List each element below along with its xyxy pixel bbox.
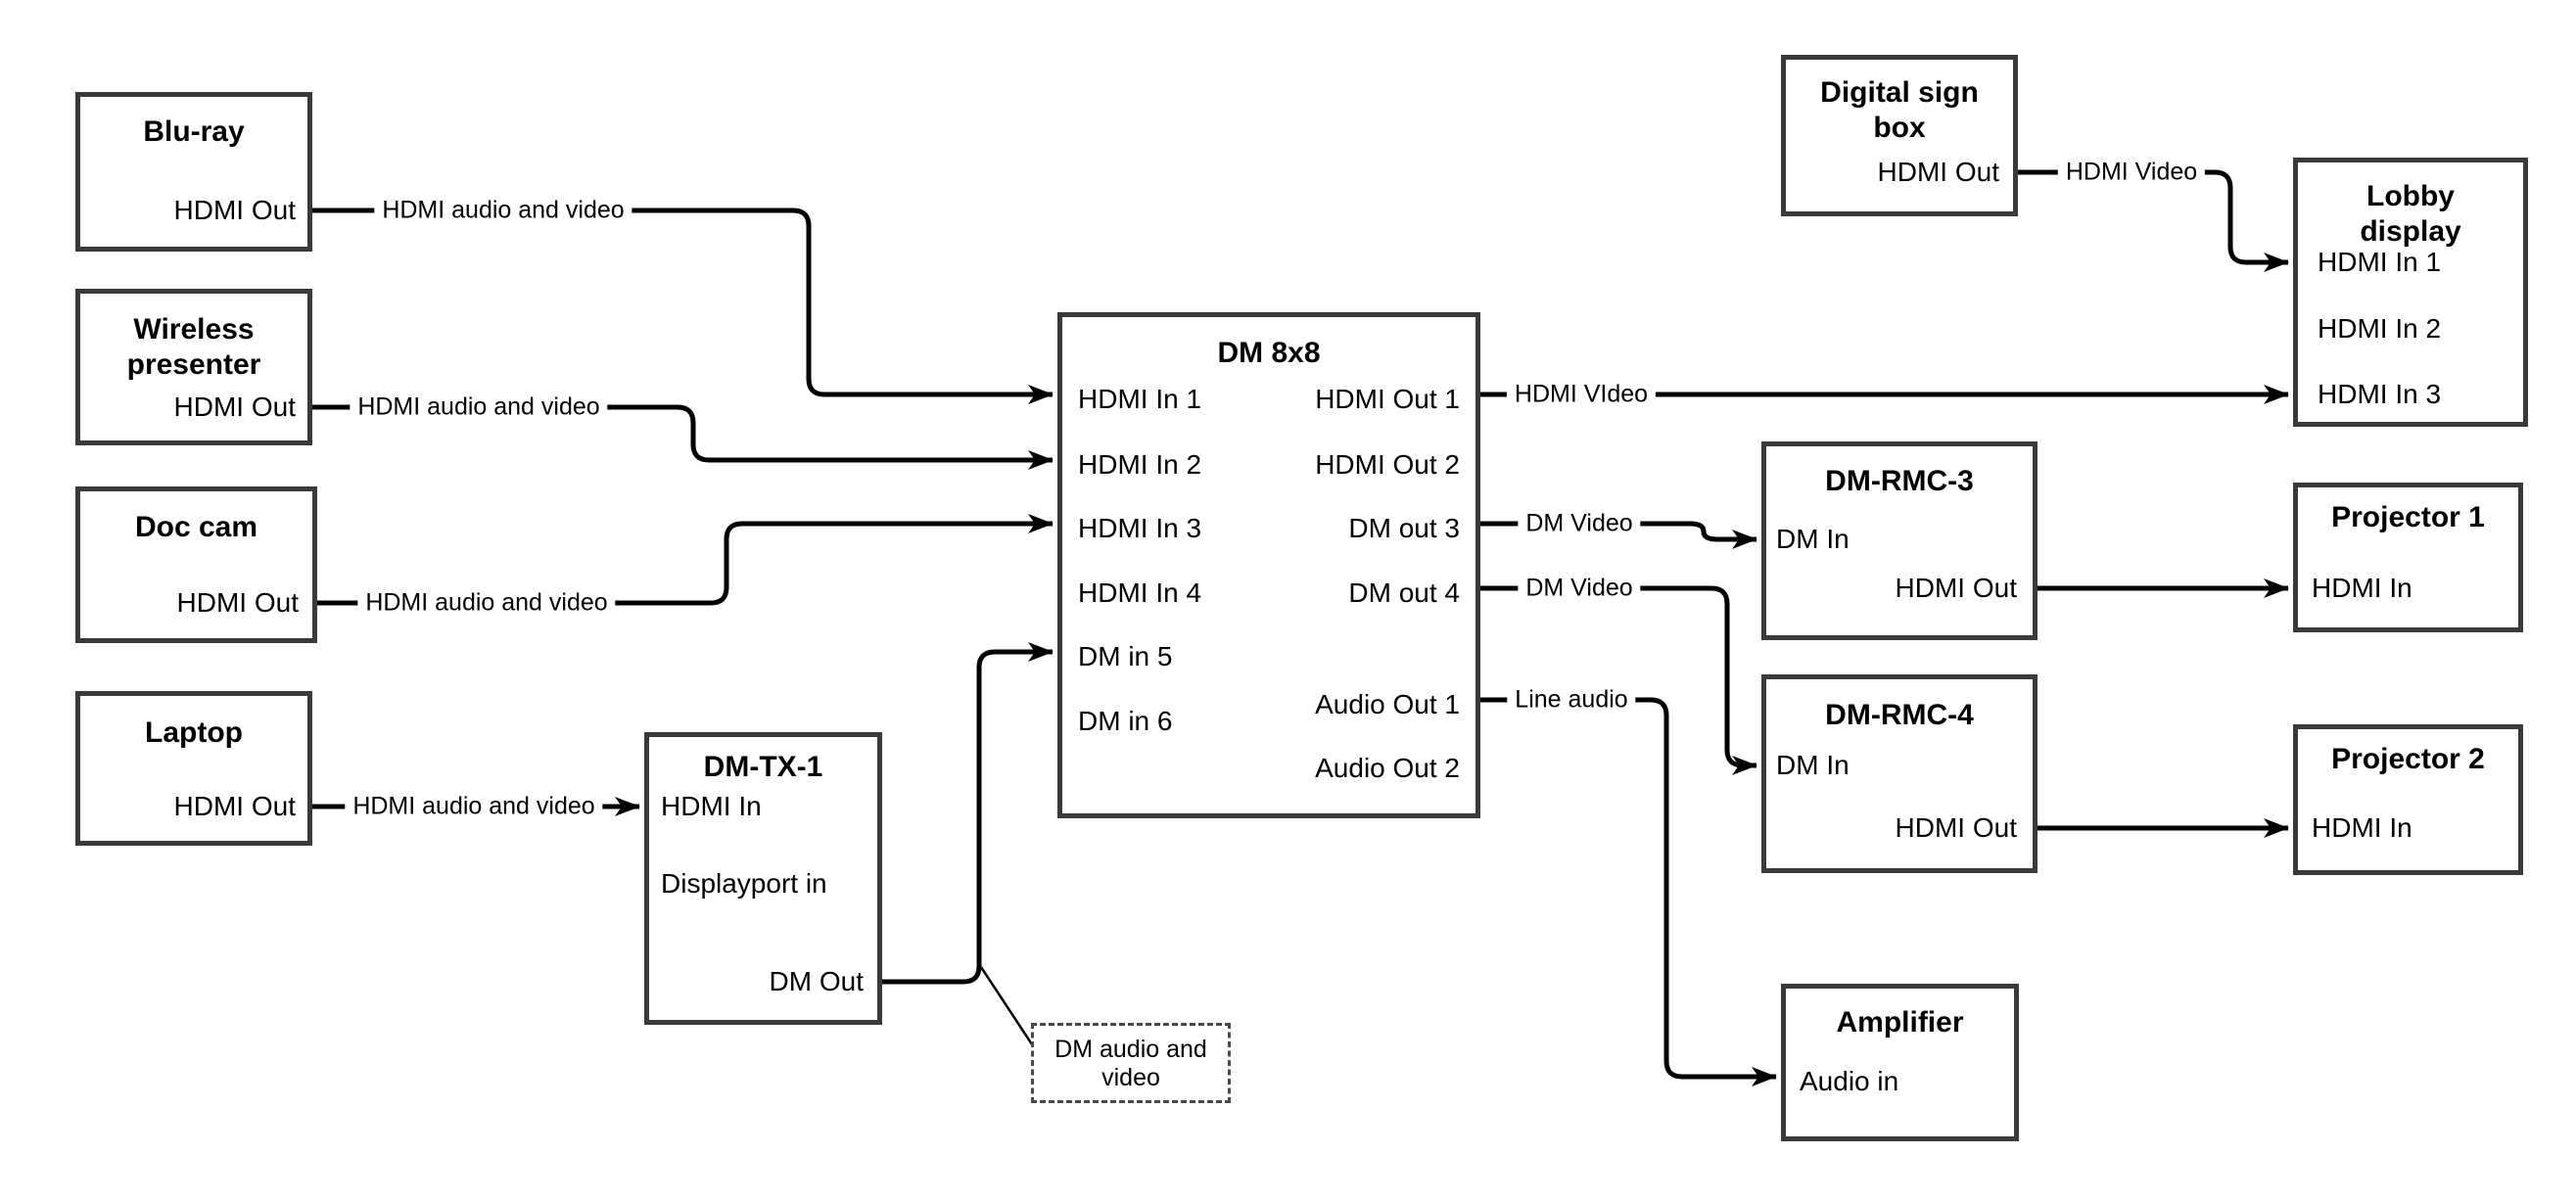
edge-wireless-to-dm8x8-hdmi-in-2 (312, 404, 1054, 470)
port-dm-out: DM Out (769, 966, 864, 996)
edge-label-line-audio: Line audio (1507, 683, 1636, 716)
edge-label-dm-video-out4: DM Video (1518, 572, 1641, 605)
node-lobby-display: Lobby display HDMI In 1 HDMI In 2 HDMI I… (2293, 158, 2528, 427)
callout-leader-line (979, 966, 1036, 1048)
node-title: DM-TX-1 (703, 751, 823, 783)
edge-label-wireless-hdmi: HDMI audio and video (350, 391, 608, 424)
node-dm-rmc-3: DM-RMC-3 DM In HDMI Out (1761, 441, 2037, 640)
port-dm-in-5: DM in 5 (1078, 641, 1173, 671)
edge-label-doccam-hdmi: HDMI audio and video (357, 586, 616, 620)
edge-label-bluray-hdmi: HDMI audio and video (374, 194, 632, 227)
edge-label-hdmi-video-lobby: HDMI VIdeo (1506, 378, 1657, 411)
port-dm-out-3: DM out 3 (1348, 513, 1460, 543)
port-hdmi-in-3: HDMI In 3 (2318, 379, 2442, 409)
port-dm-out-4: DM out 4 (1348, 577, 1460, 608)
port-hdmi-out-1: HDMI Out 1 (1315, 384, 1460, 414)
node-title: DM 8x8 (1217, 337, 1321, 369)
edge-dmtx1-to-dm8x8-dm-in-5 (882, 642, 1054, 985)
port-hdmi-out: HDMI Out (1895, 812, 2017, 843)
port-hdmi-in-2: HDMI In 2 (2318, 313, 2442, 344)
node-projector-1: Projector 1 HDMI In (2293, 483, 2523, 632)
node-digital-sign-box: Digital sign box HDMI Out (1781, 55, 2018, 216)
edge-dm8x8-audio-out-1-to-amp-audio-in (1480, 697, 1777, 1086)
port-hdmi-in-4: HDMI In 4 (1078, 577, 1202, 608)
node-title-text: Wireless presenter (126, 313, 261, 381)
node-title: Digital sign box (1794, 75, 2005, 146)
edge-dm8x8-dm-out-4-to-dmrmc4-dm-in (1480, 585, 1757, 775)
port-dm-in: DM In (1776, 750, 1850, 780)
node-wireless-presenter: Wireless presenter HDMI Out (75, 289, 312, 445)
port-audio-out-1: Audio Out 1 (1315, 689, 1460, 719)
node-title: Lobby display (2306, 179, 2515, 250)
edge-bluray-to-dm8x8-hdmi-in-1 (312, 208, 1054, 404)
node-title: Projector 2 (2331, 743, 2485, 775)
node-blu-ray: Blu-ray HDMI Out (75, 92, 312, 252)
node-laptop: Laptop HDMI Out (75, 691, 312, 846)
callout-dm-audio-and-video: DM audio and video (1031, 1023, 1231, 1103)
edge-label-hdmi-video-digisign: HDMI Video (2057, 156, 2206, 189)
port-audio-in: Audio in (1800, 1066, 1899, 1096)
port-hdmi-in: HDMI In (2312, 812, 2412, 843)
port-hdmi-in: HDMI In (2312, 573, 2412, 603)
node-amplifier: Amplifier Audio in (1781, 984, 2019, 1141)
node-dm-tx-1: DM-TX-1 HDMI In Displayport in DM Out (644, 732, 882, 1025)
node-title: Amplifier (1836, 1006, 1964, 1039)
port-hdmi-in-1: HDMI In 1 (2318, 247, 2442, 277)
port-hdmi-in-3: HDMI In 3 (1078, 513, 1202, 543)
port-hdmi-in: HDMI In (661, 791, 762, 821)
port-hdmi-out: HDMI Out (176, 587, 299, 618)
port-hdmi-in-1: HDMI In 1 (1078, 384, 1202, 414)
port-hdmi-out-2: HDMI Out 2 (1315, 449, 1460, 480)
node-dm-rmc-4: DM-RMC-4 DM In HDMI Out (1761, 674, 2037, 873)
node-title: Laptop (145, 716, 243, 749)
port-hdmi-in-2: HDMI In 2 (1078, 449, 1202, 480)
port-audio-out-2: Audio Out 2 (1315, 753, 1460, 783)
port-hdmi-out: HDMI Out (1877, 157, 1999, 187)
node-title: Blu-ray (143, 115, 245, 148)
node-title-text: Digital sign box (1820, 76, 1979, 144)
edge-label-laptop-hdmi: HDMI audio and video (345, 790, 603, 823)
edge-doccam-to-dm8x8-hdmi-in-3 (317, 514, 1054, 606)
node-title: Projector 1 (2331, 501, 2485, 533)
node-title: DM-RMC-3 (1825, 465, 1974, 497)
edge-digisign-to-lobby-hdmi-in-1 (2018, 169, 2289, 272)
port-hdmi-out: HDMI Out (173, 392, 296, 422)
callout-text: DM audio and video (1054, 1036, 1207, 1091)
port-hdmi-out: HDMI Out (1895, 573, 2017, 603)
node-doc-cam: Doc cam HDMI Out (75, 486, 317, 643)
node-title-text: Lobby display (2360, 180, 2461, 248)
port-hdmi-out: HDMI Out (173, 195, 296, 225)
node-title: DM-RMC-4 (1825, 699, 1974, 731)
port-dm-in: DM In (1776, 524, 1850, 554)
port-hdmi-out: HDMI Out (173, 791, 296, 821)
node-dm-8x8: DM 8x8 HDMI In 1 HDMI In 2 HDMI In 3 HDM… (1057, 312, 1480, 818)
edge-dm8x8-dm-out-3-to-dmrmc3-dm-in (1480, 521, 1757, 549)
node-projector-2: Projector 2 HDMI In (2293, 724, 2523, 875)
node-title: Wireless presenter (88, 312, 300, 383)
edge-label-dm-video-out3: DM Video (1518, 507, 1641, 540)
node-title: Doc cam (134, 511, 258, 543)
port-dm-in-6: DM in 6 (1078, 706, 1173, 736)
port-displayport-in: Displayport in (661, 868, 827, 899)
